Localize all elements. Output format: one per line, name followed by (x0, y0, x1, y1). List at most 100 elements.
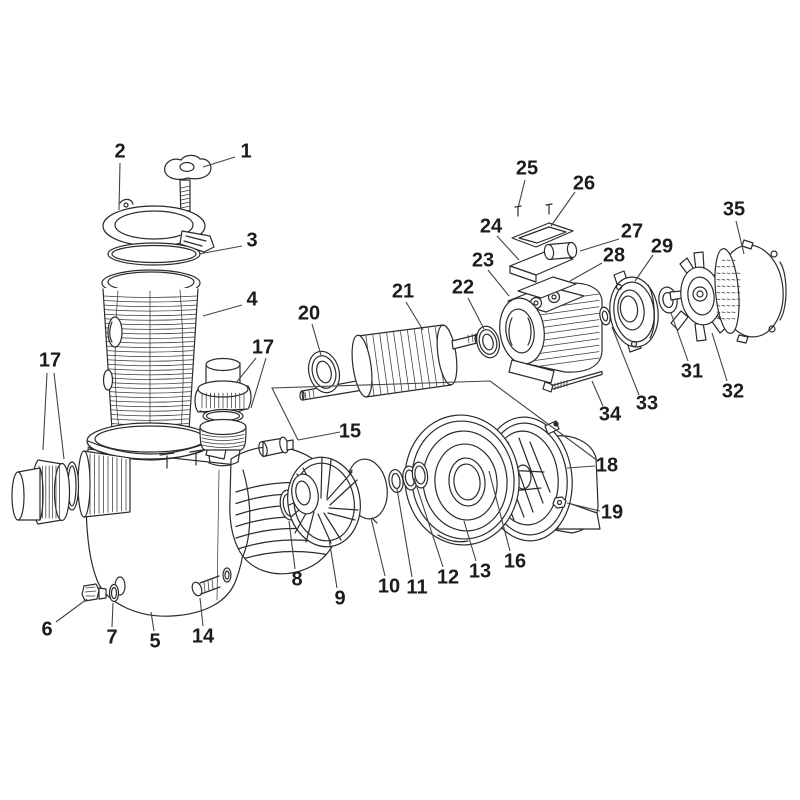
part-terminal-screws (514, 203, 553, 217)
part-union-left (11, 459, 80, 525)
leader-line-18 (566, 465, 596, 469)
part-motor-stator (499, 282, 603, 384)
part-label-31: 31 (681, 360, 703, 382)
part-label-27: 27 (621, 220, 643, 242)
group-leader-line (271, 380, 599, 462)
leader-line-26 (550, 191, 576, 227)
part-terminal-cover (511, 222, 574, 248)
leader-line-32 (711, 332, 728, 382)
leader-line-14 (199, 597, 204, 627)
part-label-7: 7 (106, 626, 117, 648)
part-label-25: 25 (516, 157, 538, 179)
part-label-19: 19 (601, 501, 623, 523)
union-nut (31, 459, 71, 525)
part-label-23: 23 (472, 249, 494, 271)
part-label-24: 24 (480, 215, 503, 237)
part-label-17: 17 (252, 336, 274, 358)
clamp-bolts (159, 449, 204, 469)
part-fan (669, 251, 734, 342)
part-label-15: 15 (339, 420, 361, 442)
part-label-10: 10 (378, 575, 400, 597)
part-label-1: 1 (240, 140, 251, 162)
leader-line-23 (487, 269, 510, 297)
union-nut (194, 380, 252, 415)
part-label-35: 35 (723, 198, 745, 220)
part-bearing-rear (475, 325, 501, 359)
leader-line-29 (634, 254, 654, 282)
part-label-26: 26 (573, 172, 595, 194)
leader-line-17 (235, 357, 257, 384)
part-label-12: 12 (437, 566, 459, 588)
leader-line-7 (111, 602, 114, 628)
leader-line-8 (288, 520, 296, 570)
threaded-collar (199, 418, 247, 451)
part-label-4: 4 (246, 288, 258, 310)
leader-line-17 (42, 372, 48, 451)
leader-line-11 (396, 488, 413, 578)
part-label-13: 13 (469, 560, 491, 582)
part-label-8: 8 (291, 568, 302, 590)
part-label-32: 32 (722, 380, 744, 402)
part-label-16: 16 (504, 550, 526, 572)
part-label-6: 6 (41, 618, 52, 640)
part-strainer-basket (101, 269, 201, 437)
part-seal-seat-rings (402, 461, 429, 491)
leader-line-1 (202, 156, 236, 168)
part-label-9: 9 (334, 587, 345, 609)
part-terminal-gasket (517, 276, 577, 299)
part-through-bolt (542, 370, 603, 393)
leader-line-5 (150, 611, 155, 632)
leader-line-21 (405, 301, 424, 331)
part-end-shield (609, 270, 659, 353)
part-label-18: 18 (596, 454, 618, 476)
leader-line-13 (463, 520, 477, 562)
leader-line-17 (250, 357, 267, 409)
leader-line-28 (569, 262, 603, 282)
union-tailpiece (11, 467, 44, 521)
part-impeller (287, 456, 361, 548)
part-label-2: 2 (114, 140, 125, 162)
part-drain-plug (81, 583, 107, 602)
part-capacitor (543, 241, 578, 261)
part-barb-plug (258, 436, 294, 458)
leader-lines (42, 156, 745, 632)
leader-line-6 (55, 598, 88, 623)
part-label-21: 21 (392, 280, 414, 302)
part-lid-clamp-ring (102, 198, 215, 253)
part-label-11: 11 (406, 576, 427, 598)
part-label-20: 20 (298, 302, 320, 324)
part-label-22: 22 (452, 276, 474, 298)
part-shaft-seal (388, 468, 404, 494)
part-label-28: 28 (603, 244, 625, 266)
leader-line-17 (53, 372, 65, 460)
leader-line-19 (566, 502, 601, 512)
part-label-3: 3 (246, 229, 257, 251)
leader-line-4 (202, 304, 243, 317)
leader-line-27 (579, 238, 620, 252)
leader-line-31 (670, 312, 689, 362)
part-label-29: 29 (651, 235, 673, 257)
leader-line-33 (611, 326, 640, 396)
part-label-33: 33 (636, 392, 658, 414)
part-lid-oring (107, 242, 201, 266)
part-fan-cover (714, 239, 787, 344)
leader-line-9 (328, 538, 338, 589)
part-label-34: 34 (599, 403, 622, 425)
leader-line-25 (517, 179, 526, 209)
leader-line-24 (496, 235, 520, 261)
part-nut (552, 496, 567, 509)
part-bearing-front (307, 350, 341, 394)
part-label-17: 17 (39, 349, 61, 371)
part-drain-washer (108, 583, 120, 603)
part-label-5: 5 (149, 630, 160, 652)
leader-line-12 (413, 477, 444, 568)
part-label-14: 14 (192, 625, 215, 647)
leader-line-10 (370, 517, 386, 577)
leader-line-20 (311, 323, 322, 356)
leader-line-34 (591, 380, 604, 407)
leader-line-35 (735, 220, 745, 255)
part-bearing-small (658, 286, 678, 314)
